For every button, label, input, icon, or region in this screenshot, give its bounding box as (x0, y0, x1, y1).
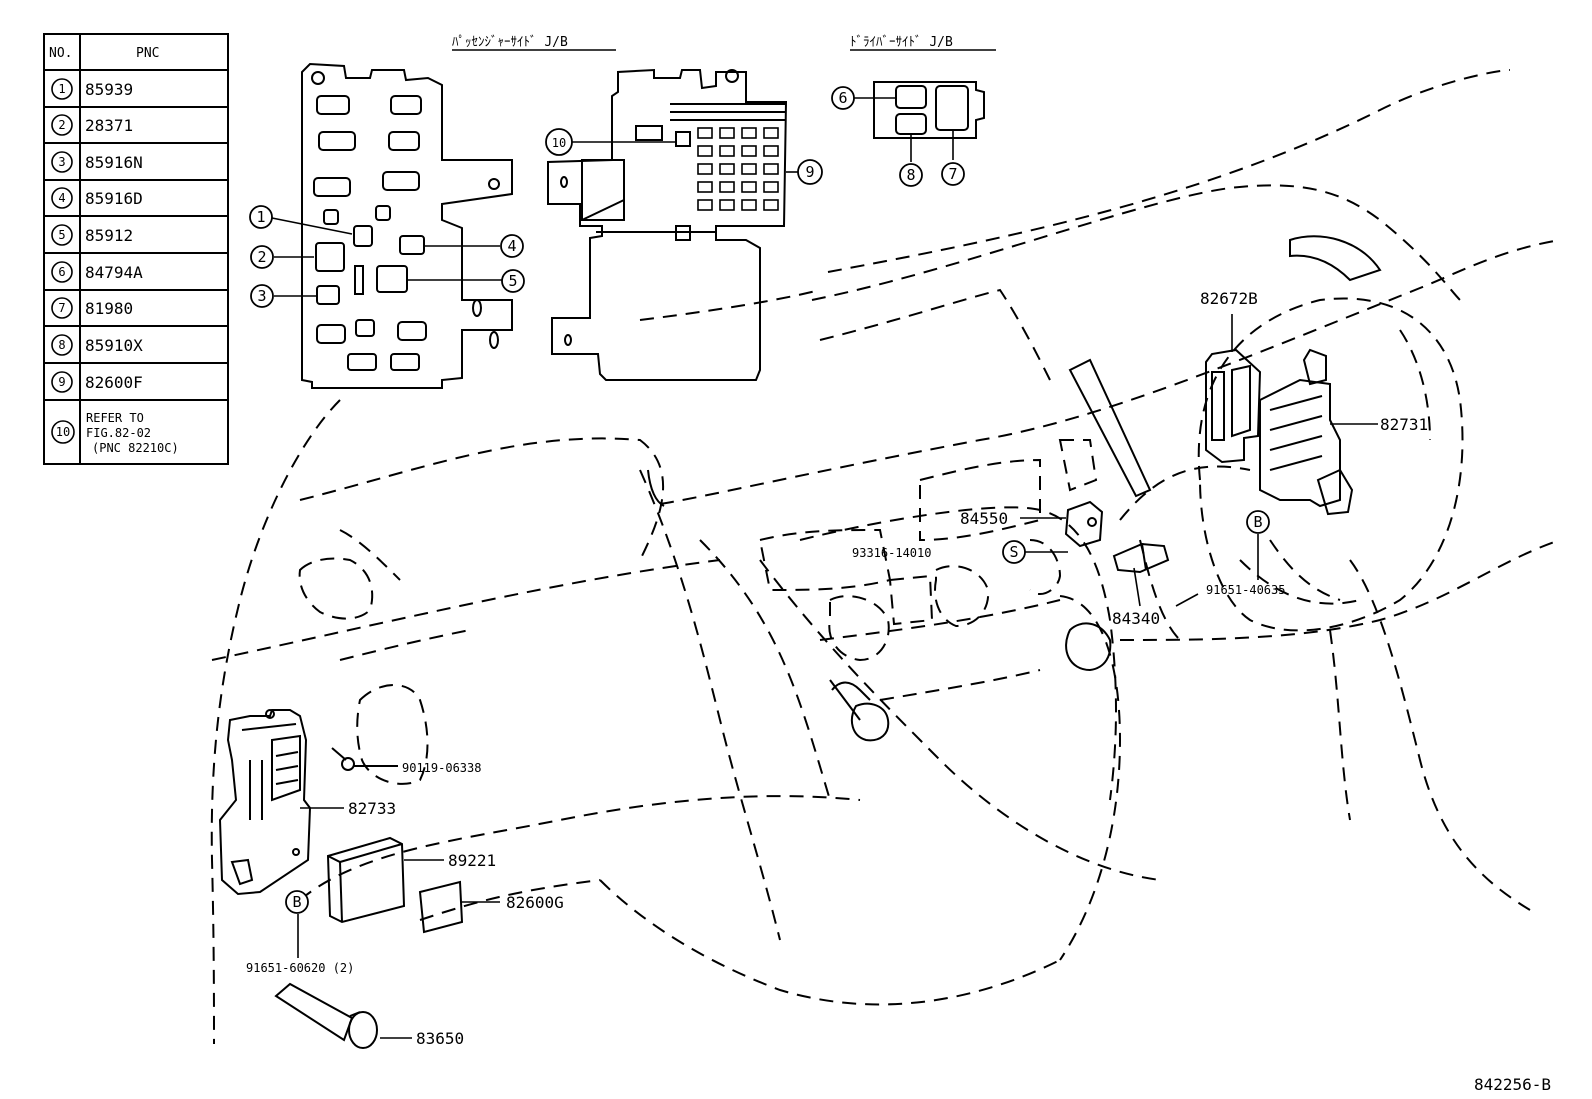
s-marker: S (1009, 543, 1018, 561)
table-row-pnc: 82600F (85, 373, 143, 392)
table-row-no: 5 (58, 228, 65, 242)
callout-7: 7 (948, 165, 957, 183)
table-row-no: 1 (58, 82, 65, 96)
callout-2: 2 (257, 248, 266, 266)
table-row-pnc: 85939 (85, 80, 133, 99)
passenger-jb-right-view (547, 68, 788, 381)
b-marker-right: B (1253, 513, 1262, 531)
callout-6: 6 (838, 89, 847, 107)
table-row-pnc: 85912 (85, 226, 133, 245)
passenger-jb-left-view (301, 62, 513, 389)
table-row-no: 6 (58, 265, 65, 279)
callout-8: 8 (906, 166, 915, 184)
label-91651-40635: 91651-40635 (1206, 583, 1285, 597)
label-82600g: 82600G (506, 893, 564, 912)
bolt-90119 (331, 747, 398, 771)
switch-84340 (1112, 542, 1170, 574)
flasher-83650 (274, 982, 378, 1049)
callout-3: 3 (257, 287, 266, 305)
part-leader-lines (297, 314, 1378, 1039)
table-row-pnc: 85916N (85, 153, 143, 172)
callout-5: 5 (508, 272, 517, 290)
callout-4: 4 (507, 237, 516, 255)
callout-1: 1 (256, 208, 265, 226)
callout-leaders (271, 97, 954, 297)
table-row-no: 3 (58, 155, 65, 169)
switch-84550 (1064, 500, 1104, 548)
callout-9: 9 (805, 163, 814, 181)
label-89221: 89221 (448, 851, 496, 870)
label-90119-06338: 90119-06338 (402, 761, 481, 775)
table-row-pnc-line: FIG.82-02 (86, 426, 151, 440)
lower-jb-assembly (218, 709, 312, 896)
table-row-pnc: 85916D (85, 189, 143, 208)
label-82672b: 82672B (1200, 289, 1258, 308)
figure-id: 842256-B (1474, 1075, 1551, 1094)
label-82733: 82733 (348, 799, 396, 818)
b-marker-left: B (292, 893, 301, 911)
table-row-circles (51, 78, 75, 444)
dashboard-solid-lines (647, 235, 1382, 742)
label-84340: 84340 (1112, 609, 1160, 628)
marker-circles (285, 510, 1270, 914)
table-row-pnc-line: REFER TO (86, 411, 144, 425)
pnc-table (43, 33, 229, 465)
table-row-no: 4 (58, 191, 65, 205)
driver-jb-heading: ﾄﾞﾗｲﾊﾞｰｻｲﾄﾞ J/B (850, 35, 953, 50)
driver-jb-view (873, 81, 985, 139)
table-header-no: NO. (49, 46, 72, 61)
label-82731: 82731 (1380, 415, 1428, 434)
label-91651-60620: 91651-60620 (2) (246, 961, 354, 975)
driver-jb-assembly (1205, 348, 1354, 516)
table-row-no: 10 (56, 425, 70, 439)
table-header-pnc: PNC (136, 46, 159, 61)
relay-89221 (326, 836, 406, 924)
dashboard-outline (210, 69, 1561, 1045)
sticker-82600g (418, 880, 464, 934)
table-row-pnc: 28371 (85, 116, 133, 135)
label-83650: 83650 (416, 1029, 464, 1048)
table-row-no: 9 (58, 375, 65, 389)
table-row-pnc: 84794A (85, 263, 143, 282)
label-84550: 84550 (960, 509, 1008, 528)
table-row-pnc: 85910X (85, 336, 143, 355)
passenger-jb-heading: ﾊﾟｯｾﾝｼﾞｬｰｻｲﾄﾞ J/B (452, 35, 568, 50)
table-row-no: 8 (58, 338, 65, 352)
table-row-no: 7 (58, 301, 65, 315)
table-row-pnc: 81980 (85, 299, 133, 318)
table-row-no: 2 (58, 118, 65, 132)
callout-10: 10 (552, 136, 566, 150)
table-row-pnc-line: (PNC 82210C) (92, 441, 179, 455)
callout-circles (249, 86, 965, 308)
label-93316-14010: 93316-14010 (852, 546, 931, 560)
